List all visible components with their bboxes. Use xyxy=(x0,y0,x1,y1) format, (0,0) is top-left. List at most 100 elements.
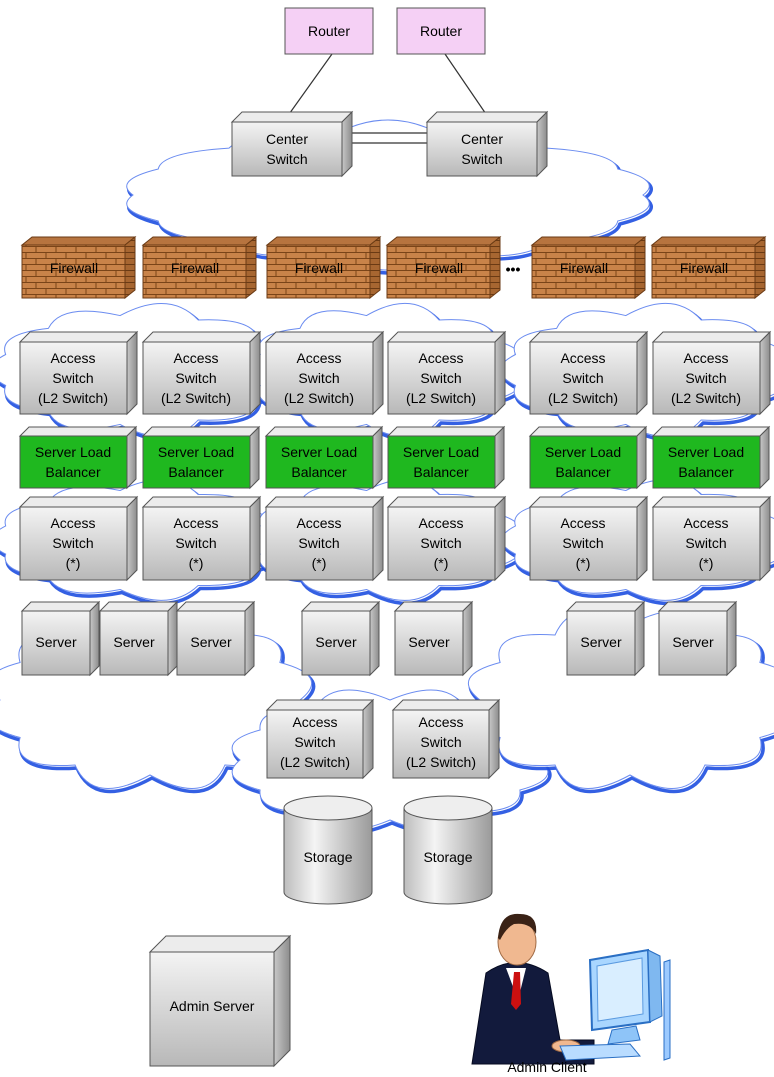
server-node: Server xyxy=(175,600,256,677)
access-switch-l2-label-line: (L2 Switch) xyxy=(284,390,354,406)
server-load-balancer-label-line: Server Load xyxy=(668,444,744,460)
access-switch-l2-label-line: Switch xyxy=(52,370,93,386)
firewall-node: Firewall xyxy=(20,235,137,300)
server-node: Server xyxy=(657,600,738,677)
firewall-node: Firewall xyxy=(650,235,767,300)
access-switch-star-label-line: Switch xyxy=(420,535,461,551)
access-switch-star-label-line: (*) xyxy=(576,555,591,571)
server-label-line: Server xyxy=(315,634,357,650)
san-access-switch-label-line: Switch xyxy=(420,734,461,750)
storage-node: Storage xyxy=(403,795,493,905)
access-switch-l2-label-line: Switch xyxy=(685,370,726,386)
router-label-line: Router xyxy=(420,23,462,39)
access-switch-l2-label-line: Switch xyxy=(298,370,339,386)
access-switch-star-label-line: Access xyxy=(296,515,341,531)
access-switch-l2-label-line: Access xyxy=(50,350,95,366)
access-switch-star-label-line: Switch xyxy=(685,535,726,551)
access-switch-l2-label-line: (L2 Switch) xyxy=(671,390,741,406)
router-link-right xyxy=(444,53,489,118)
admin-client-label: Admin Client xyxy=(507,1059,586,1075)
server-load-balancer-label-line: Server Load xyxy=(281,444,357,460)
access-switch-star-label-line: Access xyxy=(418,515,463,531)
access-switch-star-label-line: (*) xyxy=(699,555,714,571)
server-node: Server xyxy=(98,600,179,677)
server-load-balancer-label-line: Balancer xyxy=(413,464,469,480)
firewall-label-line: Firewall xyxy=(295,260,343,276)
firewall-node: Firewall xyxy=(265,235,382,300)
server-node: Server xyxy=(20,600,101,677)
access-switch-star-label-line: (*) xyxy=(66,555,81,571)
access-switch-star-label-line: Access xyxy=(560,515,605,531)
server-label-line: Server xyxy=(672,634,714,650)
admin-client-icon xyxy=(471,913,671,1065)
firewall-label-line: Firewall xyxy=(171,260,219,276)
firewall-node: Firewall xyxy=(141,235,258,300)
server-label-line: Server xyxy=(35,634,77,650)
san-access-switch-label-line: Access xyxy=(418,714,463,730)
access-switch-l2-label-line: Access xyxy=(683,350,728,366)
router-node: Router xyxy=(284,7,374,55)
san-access-switch-label-line: (L2 Switch) xyxy=(280,754,350,770)
router-node: Router xyxy=(396,7,486,55)
storage-label-line: Storage xyxy=(423,849,472,865)
access-switch-l2-label-line: (L2 Switch) xyxy=(548,390,618,406)
firewall-label-line: Firewall xyxy=(680,260,728,276)
access-switch-star-label-line: Switch xyxy=(298,535,339,551)
access-switch-l2-label-line: Access xyxy=(560,350,605,366)
server-load-balancer-label-line: Server Load xyxy=(545,444,621,460)
server-load-balancer-label-line: Balancer xyxy=(555,464,611,480)
firewall-ellipsis: ••• xyxy=(506,261,521,277)
access-switch-star-label-line: Access xyxy=(50,515,95,531)
center-switch-label-line: Switch xyxy=(461,151,502,167)
server-load-balancer-label-line: Server Load xyxy=(158,444,234,460)
access-switch-l2-label-line: Access xyxy=(296,350,341,366)
router-link-left xyxy=(286,53,333,118)
storage-node: Storage xyxy=(283,795,373,905)
access-switch-l2-label-line: Access xyxy=(173,350,218,366)
admin-server-label-line: Admin Server xyxy=(170,998,255,1014)
access-switch-star-label-line: Access xyxy=(683,515,728,531)
access-switch-star-label-line: Switch xyxy=(175,535,216,551)
server-load-balancer-label-line: Balancer xyxy=(168,464,224,480)
admin-server-node: Admin Server xyxy=(148,934,292,1068)
server-node: Server xyxy=(565,600,646,677)
access-switch-l2-label-line: Switch xyxy=(562,370,603,386)
access-switch-star-label-line: Switch xyxy=(52,535,93,551)
access-switch-star-label-line: Switch xyxy=(562,535,603,551)
access-switch-l2-label-line: (L2 Switch) xyxy=(161,390,231,406)
firewall-node: Firewall xyxy=(385,235,502,300)
access-switch-star-label-line: (*) xyxy=(434,555,449,571)
access-switch-l2-label-line: Access xyxy=(418,350,463,366)
connection-lines xyxy=(286,53,489,144)
server-label-line: Server xyxy=(190,634,232,650)
firewall-label-line: Firewall xyxy=(50,260,98,276)
server-load-balancer-label-line: Balancer xyxy=(45,464,101,480)
server-label-line: Server xyxy=(113,634,155,650)
firewall-label-line: Firewall xyxy=(415,260,463,276)
server-label-line: Server xyxy=(408,634,450,650)
san-access-switch-label-line: Switch xyxy=(294,734,335,750)
router-label-line: Router xyxy=(308,23,350,39)
access-switch-star-label-line: (*) xyxy=(312,555,327,571)
